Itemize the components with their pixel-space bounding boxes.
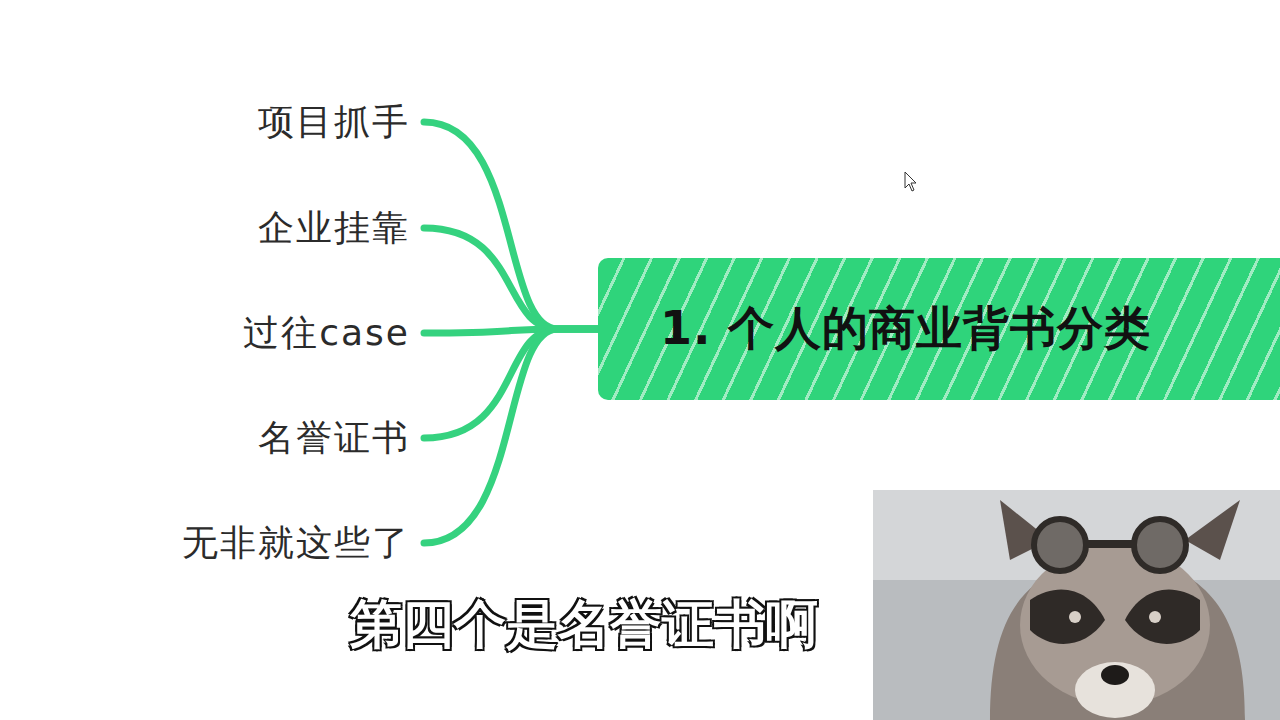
branch-line [424,122,598,329]
branch-topic: 名誉证书 [258,416,410,459]
branch-label: 过往case [243,312,410,353]
branch-topic: 过往case [243,311,410,354]
branch-label: 企业挂靠 [258,207,410,248]
mouse-cursor [905,172,916,191]
raccoon-photo [873,490,1280,720]
branch-line [424,228,598,329]
branch-line [424,329,598,543]
branch-topic: 无非就这些了 [182,521,410,564]
branch-label: 无非就这些了 [182,522,410,563]
topic-title: 1. 个人的商业背书分类 [660,298,1152,360]
branch-label: 名誉证书 [258,417,410,458]
central-topic: 1. 个人的商业背书分类 [598,258,1280,400]
subtitle: 第四个是名誉证书啊 [350,590,818,660]
branch-topic: 项目抓手 [258,100,410,143]
branch-label: 项目抓手 [258,101,410,142]
branch-topic: 企业挂靠 [258,206,410,249]
